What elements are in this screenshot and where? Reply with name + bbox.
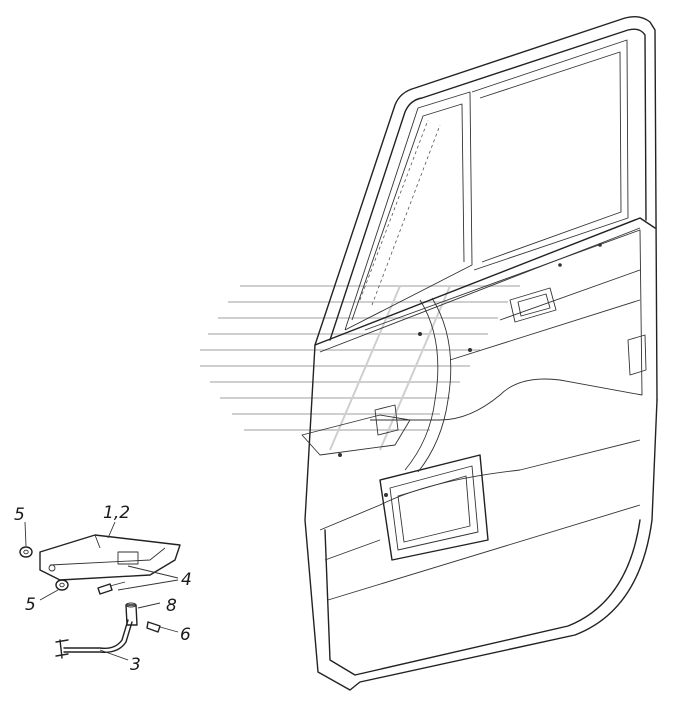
rod-part [55, 619, 133, 659]
callout-6: 6 [180, 625, 191, 645]
callout-4: 4 [181, 570, 192, 590]
cab-door-drawing [301, 15, 658, 691]
bracket-assembly [39, 534, 181, 581]
leader-lines [24, 521, 179, 661]
sleeve-part [125, 602, 138, 626]
watermark-logo [200, 285, 520, 451]
washer-part [19, 546, 33, 558]
callout-5-lower: 5 [25, 595, 36, 615]
callout-1-2: 1,2 [103, 503, 130, 523]
washer-part-lower [55, 579, 69, 591]
callout-3: 3 [130, 655, 141, 675]
callout-5-upper: 5 [14, 505, 25, 525]
callout-8: 8 [166, 596, 177, 616]
bolt-part [97, 581, 126, 595]
clip-part [146, 621, 161, 633]
